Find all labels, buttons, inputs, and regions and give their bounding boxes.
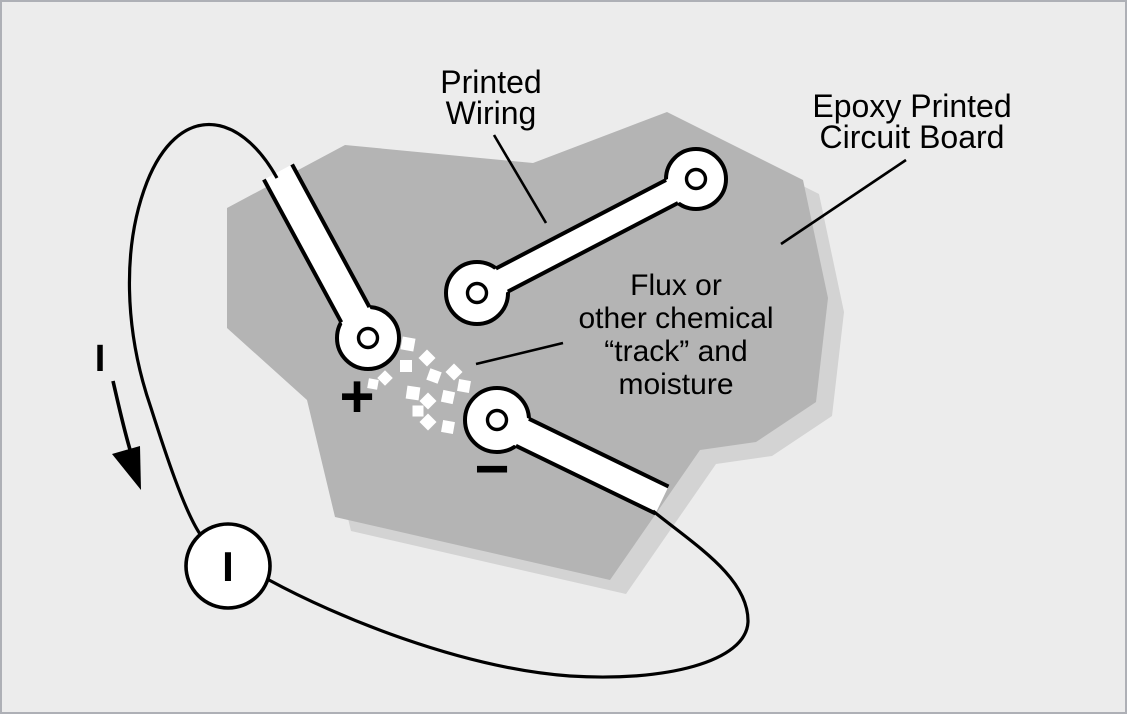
cathode-pad-hole	[485, 408, 509, 432]
flux-particle	[405, 385, 421, 401]
flux-particle	[440, 389, 456, 405]
flux-text-line4: moisture	[618, 368, 733, 401]
anode-pad-hole	[356, 326, 380, 350]
flux-particle	[367, 378, 379, 390]
current-arrow-label: I	[95, 338, 106, 380]
label-flux-track: Flux or other chemical “track” and moist…	[475, 269, 774, 401]
flux-leader-line	[475, 341, 564, 366]
flux-particle	[412, 405, 424, 417]
plus-symbol: +	[339, 363, 374, 430]
printed-wiring-trace-cathode	[463, 386, 670, 516]
circuit-board	[227, 112, 828, 580]
anode-trace-edge	[290, 163, 372, 308]
middle-trace-edge	[506, 201, 679, 294]
epoxy-board-text-line1: Epoxy Printed	[812, 88, 1011, 124]
flux-text-line2: other chemical	[578, 302, 773, 335]
flux-particle	[457, 379, 471, 393]
cathode-trace-edge	[515, 444, 657, 516]
current-arrow	[111, 380, 141, 490]
circuit-wire-left	[127, 123, 279, 535]
middle-trace-edge	[494, 178, 667, 271]
minus-symbol: −	[474, 435, 509, 502]
flux-particle	[426, 368, 442, 384]
flux-particle	[441, 420, 455, 434]
label-epoxy-board: Epoxy Printed Circuit Board	[780, 88, 1012, 246]
printed-wiring-text-line1: Printed	[440, 64, 541, 100]
circuit-wire-bottom	[268, 509, 750, 679]
cathode-trace-band	[490, 406, 669, 514]
label-printed-wiring: Printed Wiring	[440, 64, 548, 224]
cathode-trace-edge	[528, 417, 670, 489]
flux-particle	[400, 336, 416, 352]
current-arrow-shaft	[111, 380, 133, 454]
middle-pad-left-hole	[465, 281, 489, 305]
printed-wiring-trace-middle	[444, 147, 728, 326]
epoxy-board-leader-line	[780, 158, 907, 246]
current-source-circle	[184, 522, 272, 610]
epoxy-board-text-line2: Circuit Board	[820, 119, 1005, 155]
current-source: I	[184, 522, 272, 610]
printed-wiring-trace-anode	[262, 163, 401, 371]
middle-pad-right-hole	[684, 167, 708, 191]
anode-trace-edge	[262, 178, 344, 324]
middle-trace-band	[471, 167, 702, 305]
printed-wiring-text-line2: Wiring	[446, 95, 537, 131]
flux-text-line3: “track” and	[604, 335, 747, 368]
flux-text-line1: Flux or	[630, 269, 722, 302]
printed-wiring-leader-line	[492, 134, 548, 224]
flux-particle	[400, 360, 412, 372]
anode-trace-band	[263, 164, 383, 346]
current-arrow-head	[112, 446, 141, 490]
current-source-label: I	[222, 543, 234, 590]
